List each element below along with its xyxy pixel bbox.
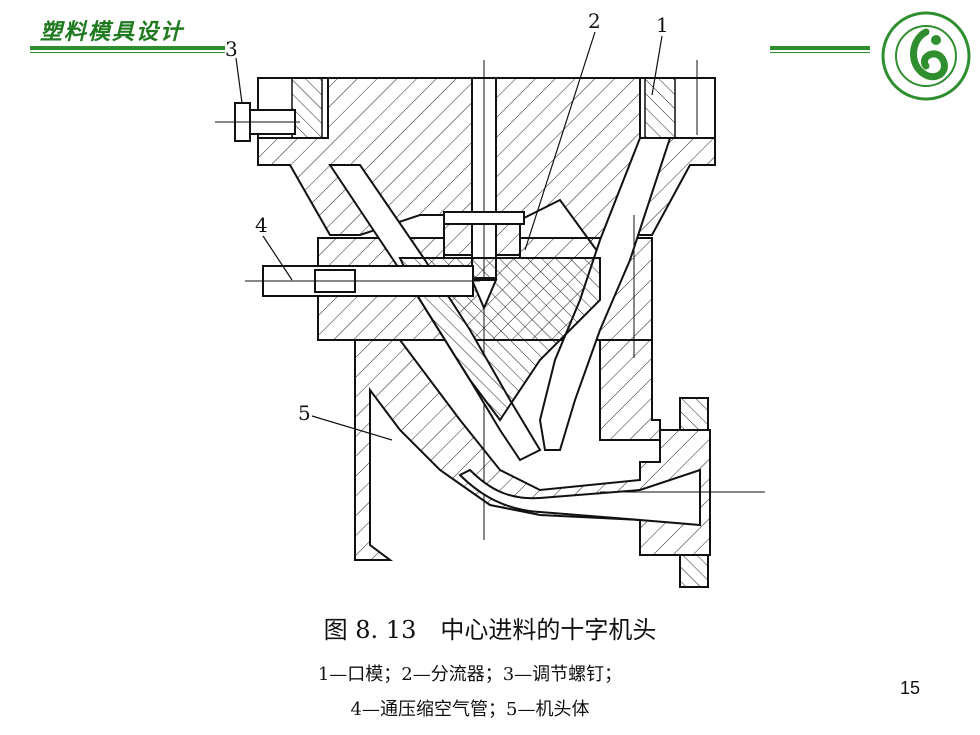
callout-3: 3 [225, 37, 238, 61]
header-rule-left-thin [30, 52, 225, 53]
figure-caption-title: 图 8. 13 中心进料的十字机头 [323, 616, 657, 644]
figure-legend-line-1: 1—口模；2—分流器；3—调节螺钉； [317, 664, 623, 685]
mandrel-collar [443, 211, 525, 225]
distributor-torpedo [398, 257, 601, 422]
flange-bolt-top [679, 397, 709, 431]
callout-2: 2 [588, 9, 601, 33]
die-ring-right [644, 77, 676, 139]
university-logo-icon [881, 11, 971, 101]
figure-legend-line-2: 4—通压缩空气管；5—机头体 [350, 699, 590, 720]
slide-header-title: 塑料模具设计 [40, 19, 185, 45]
flange-bolt-bottom [679, 554, 709, 588]
header-rule-right-thin [770, 52, 870, 53]
page-number: 15 [900, 678, 921, 698]
callout-5: 5 [298, 401, 311, 425]
header-rule-right [770, 46, 870, 50]
header-rule-left [30, 46, 225, 50]
outlet-bore [458, 468, 701, 527]
callout-1: 1 [656, 13, 669, 37]
distributor-tip [470, 279, 498, 311]
die-ring-left [291, 77, 323, 139]
callout-4: 4 [255, 213, 268, 237]
right-shoulder [599, 339, 661, 441]
